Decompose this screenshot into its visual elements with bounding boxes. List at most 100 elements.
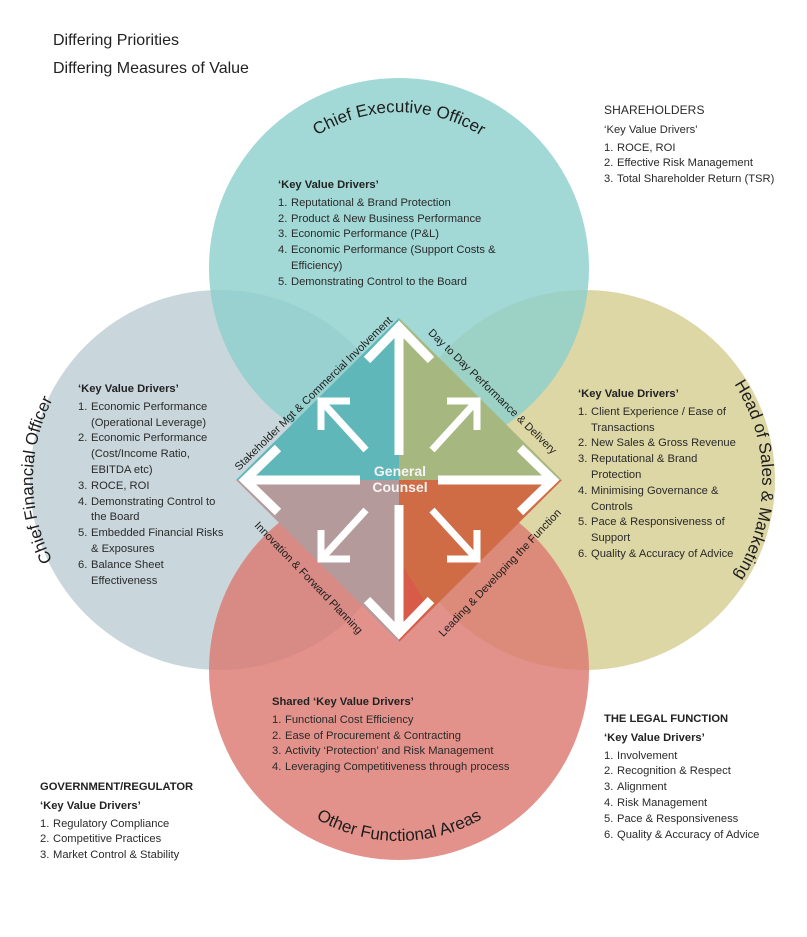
list-item: 6.Quality & Accuracy of Advice — [604, 828, 784, 844]
list-item: 3.Total Shareholder Return (TSR) — [604, 172, 784, 188]
other-circle — [209, 480, 589, 860]
item-text: Economic Performance (Cost/Income Ratio,… — [91, 432, 208, 476]
item-text: Involvement — [617, 749, 678, 762]
list-item: 4.Economic Performance (Support Costs & … — [278, 243, 528, 275]
item-number: 3. — [40, 849, 50, 862]
item-number: 4. — [604, 796, 614, 809]
list-item: 3.Alignment — [604, 780, 784, 796]
other-drivers: Shared ‘Key Value Drivers’ 1.Functional … — [272, 695, 542, 776]
item-text: Alignment — [617, 781, 667, 794]
item-number: 6. — [604, 828, 614, 841]
general-counsel-label: General Counsel — [355, 463, 445, 495]
arrow-down-left — [317, 507, 369, 563]
item-text: Demonstrating Control to the Board — [291, 275, 467, 288]
item-text: Reputational & Brand Protection — [591, 453, 698, 481]
item-text: Risk Management — [617, 796, 708, 809]
item-number: 2. — [272, 729, 282, 742]
item-number: 5. — [578, 516, 588, 529]
item-text: Regulatory Compliance — [53, 817, 170, 830]
item-number: 5. — [278, 275, 288, 288]
item-text: Pace & Responsiveness — [617, 812, 739, 825]
item-number: 2. — [604, 157, 614, 170]
shareholders-title: SHAREHOLDERS — [604, 103, 705, 117]
arrow-down — [363, 505, 435, 640]
item-text: New Sales & Gross Revenue — [591, 437, 736, 450]
item-number: 3. — [272, 745, 282, 758]
item-number: 2. — [604, 765, 614, 778]
list-item: 2.Competitive Practices — [40, 832, 230, 848]
item-number: 3. — [604, 173, 614, 186]
item-number: 4. — [278, 244, 288, 257]
list-item: 2.Product & New Business Performance — [278, 212, 528, 228]
item-number: 1. — [604, 141, 614, 154]
cfo-drivers-list: 1.Economic Performance (Operational Leve… — [78, 400, 228, 590]
cfo-drivers: ‘Key Value Drivers’ 1.Economic Performan… — [78, 382, 228, 589]
item-text: Economic Performance (Support Costs & Ef… — [291, 244, 496, 272]
arrow-up-right — [429, 397, 481, 453]
item-text: Economic Performance (Operational Levera… — [91, 400, 208, 429]
item-text: Total Shareholder Return (TSR) — [617, 173, 775, 186]
arrow-left — [238, 444, 360, 516]
list-item: 1.Involvement — [604, 749, 784, 765]
list-item: 5.Pace & Responsiveness of Support — [578, 515, 743, 547]
list-item: 2.New Sales & Gross Revenue — [578, 436, 743, 452]
list-item: 3.Reputational & Brand Protection — [578, 452, 743, 484]
item-number: 1. — [40, 817, 50, 830]
sales-drivers-list: 1.Client Experience / Ease of Transactio… — [578, 405, 743, 563]
list-item: 4.Demonstrating Control to the Board — [78, 495, 228, 527]
list-item: 3.Market Control & Stability — [40, 848, 230, 864]
list-item: 5.Pace & Responsiveness — [604, 812, 784, 828]
list-item: 5.Demonstrating Control to the Board — [278, 275, 528, 291]
item-text: ROCE, ROI — [91, 479, 150, 492]
list-item: 6.Quality & Accuracy of Advice — [578, 547, 743, 563]
item-number: 1. — [272, 713, 282, 726]
list-item: 1.ROCE, ROI — [604, 141, 784, 157]
sales-drivers: ‘Key Value Drivers’ 1.Client Experience … — [578, 387, 743, 563]
list-item: 1.Reputational & Brand Protection — [278, 196, 528, 212]
item-text: Economic Performance (P&L) — [291, 228, 439, 241]
center-line-2: Counsel — [372, 479, 428, 495]
list-item: 4.Risk Management — [604, 796, 784, 812]
item-text: Client Experience / Ease of Transactions — [591, 405, 726, 434]
item-text: Balance Sheet Effectiveness — [91, 558, 164, 587]
item-text: Product & New Business Performance — [291, 212, 482, 225]
item-number: 1. — [78, 400, 88, 413]
item-number: 1. — [578, 405, 588, 418]
item-text: Competitive Practices — [53, 833, 162, 846]
arrow-right — [438, 444, 560, 516]
list-item: 3.Economic Performance (P&L) — [278, 227, 528, 243]
item-number: 2. — [40, 833, 50, 846]
item-number: 4. — [78, 495, 88, 508]
list-item: 3.ROCE, ROI — [78, 479, 228, 495]
list-item: 3.Activity ‘Protection’ and Risk Managem… — [272, 744, 542, 760]
item-number: 3. — [578, 453, 588, 466]
legal-function-heading: ‘Key Value Drivers’ — [604, 731, 705, 744]
item-number: 2. — [578, 437, 588, 450]
item-number: 1. — [604, 749, 614, 762]
item-text: Leveraging Competitiveness through proce… — [285, 761, 510, 774]
list-item: 2.Recognition & Respect — [604, 764, 784, 780]
item-text: Functional Cost Efficiency — [285, 713, 414, 726]
list-item: 2.Economic Performance (Cost/Income Rati… — [78, 431, 228, 478]
item-text: Demonstrating Control to the Board — [91, 495, 216, 524]
list-item: 1.Functional Cost Efficiency — [272, 713, 542, 729]
government-title: GOVERNMENT/REGULATOR — [40, 781, 194, 793]
ceo-drivers: ‘Key Value Drivers’ 1.Reputational & Bra… — [278, 178, 528, 291]
government-block: GOVERNMENT/REGULATOR ‘Key Value Drivers’… — [40, 780, 230, 864]
ceo-drivers-heading: ‘Key Value Drivers’ — [278, 179, 379, 191]
arrow-up — [363, 320, 435, 455]
list-item: 4.Leveraging Competitiveness through pro… — [272, 760, 542, 776]
item-number: 1. — [278, 196, 288, 209]
item-text: Recognition & Respect — [617, 765, 731, 778]
ceo-circle — [209, 78, 589, 458]
other-drivers-heading: Shared ‘Key Value Drivers’ — [272, 696, 414, 708]
list-item: 1.Client Experience / Ease of Transactio… — [578, 405, 743, 437]
sales-drivers-heading: ‘Key Value Drivers’ — [578, 388, 679, 400]
item-text: Reputational & Brand Protection — [291, 196, 451, 209]
item-number: 5. — [78, 527, 88, 540]
list-item: 2.Ease of Procurement & Contracting — [272, 729, 542, 745]
page-title: Differing Priorities Differing Measures … — [53, 29, 249, 81]
